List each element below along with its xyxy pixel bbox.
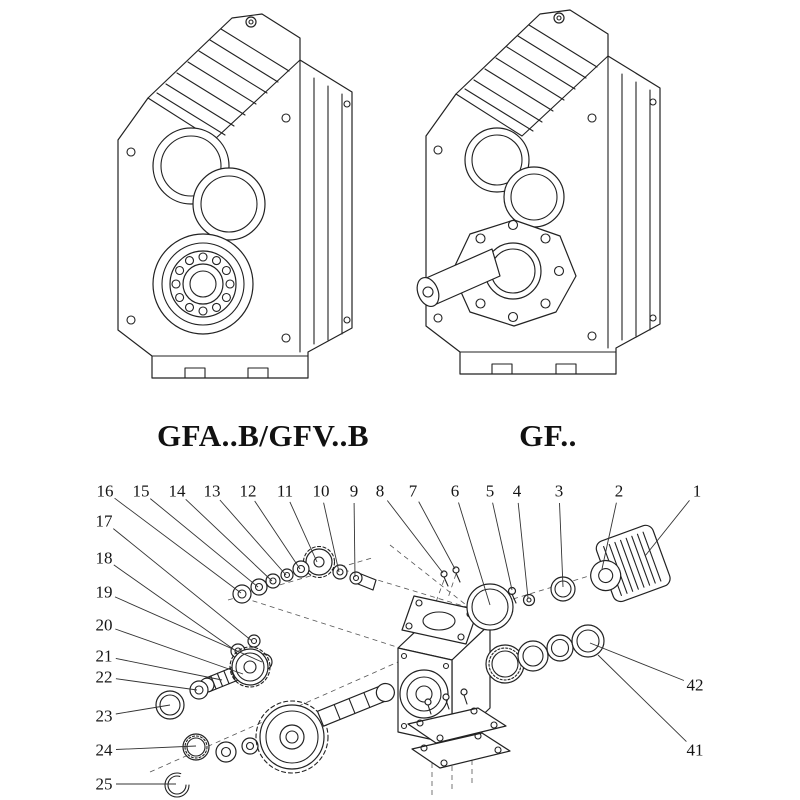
leader-line-17 bbox=[113, 528, 253, 642]
part-number-20: 20 bbox=[95, 615, 113, 635]
part-number-14: 14 bbox=[168, 481, 186, 501]
leader-line-21 bbox=[115, 657, 223, 681]
cover-plate-parts bbox=[407, 688, 511, 769]
part-number-22: 22 bbox=[95, 667, 113, 687]
part-number-18: 18 bbox=[95, 548, 113, 568]
part-number-19: 19 bbox=[95, 582, 113, 602]
part-number-41: 41 bbox=[686, 740, 704, 760]
bearing-balls bbox=[171, 252, 235, 316]
leader-line-14 bbox=[185, 498, 273, 582]
gearbox-gfab-drawing bbox=[117, 13, 353, 379]
callout-leader-lines bbox=[113, 497, 690, 785]
part-number-3: 3 bbox=[554, 481, 564, 501]
leader-line-19 bbox=[114, 596, 263, 663]
leader-line-24 bbox=[115, 745, 197, 750]
exploded-view-drawing bbox=[113, 497, 690, 798]
part-number-11: 11 bbox=[276, 481, 294, 501]
part-number-15: 15 bbox=[132, 481, 150, 501]
model-label-gf: GF.. bbox=[519, 418, 577, 453]
leader-line-3 bbox=[559, 502, 564, 588]
leader-line-23 bbox=[115, 704, 171, 715]
leader-line-5 bbox=[492, 502, 513, 591]
part-number-25: 25 bbox=[95, 774, 113, 794]
part-number-7: 7 bbox=[408, 481, 418, 501]
leader-line-12 bbox=[254, 500, 301, 570]
part-number-13: 13 bbox=[203, 481, 221, 501]
part-number-10: 10 bbox=[312, 481, 330, 501]
leader-line-20 bbox=[115, 628, 244, 675]
part-number-5: 5 bbox=[485, 481, 495, 501]
input-end-parts bbox=[440, 524, 671, 631]
leader-line-1 bbox=[644, 500, 690, 557]
motor bbox=[590, 524, 671, 603]
input-shaft-parts bbox=[232, 545, 377, 604]
part-number-42: 42 bbox=[686, 675, 704, 695]
leader-line-13 bbox=[219, 499, 287, 576]
leader-line-22 bbox=[115, 678, 198, 691]
leader-line-6 bbox=[458, 502, 491, 606]
model-label-gfab: GFA..B/GFV..B bbox=[156, 418, 370, 453]
part-number-12: 12 bbox=[239, 481, 257, 501]
leader-line-2 bbox=[601, 502, 617, 570]
output-rings bbox=[485, 624, 605, 684]
leader-line-18 bbox=[113, 564, 237, 652]
leader-line-16 bbox=[114, 497, 242, 594]
part-number-6: 6 bbox=[450, 481, 460, 501]
gearbox-gf-drawing bbox=[416, 9, 661, 375]
part-number-8: 8 bbox=[375, 481, 385, 501]
output-shaft-parts bbox=[155, 634, 395, 798]
leader-line-8 bbox=[386, 500, 444, 574]
leader-line-41 bbox=[597, 654, 687, 742]
leader-line-7 bbox=[418, 501, 456, 570]
part-number-21: 21 bbox=[95, 646, 113, 666]
leader-line-9 bbox=[353, 502, 356, 578]
leader-line-15 bbox=[150, 498, 259, 588]
leader-line-42 bbox=[589, 642, 685, 681]
part-number-9: 9 bbox=[349, 481, 359, 501]
part-number-17: 17 bbox=[95, 511, 113, 531]
part-number-23: 23 bbox=[95, 706, 113, 726]
leader-line-10 bbox=[323, 502, 340, 573]
part-number-2: 2 bbox=[614, 481, 624, 501]
part-number-1: 1 bbox=[692, 481, 702, 501]
part-number-24: 24 bbox=[95, 740, 113, 760]
leader-line-4 bbox=[517, 502, 529, 599]
leader-line-11 bbox=[289, 501, 318, 563]
part-number-16: 16 bbox=[96, 481, 114, 501]
part-number-4: 4 bbox=[512, 481, 522, 501]
